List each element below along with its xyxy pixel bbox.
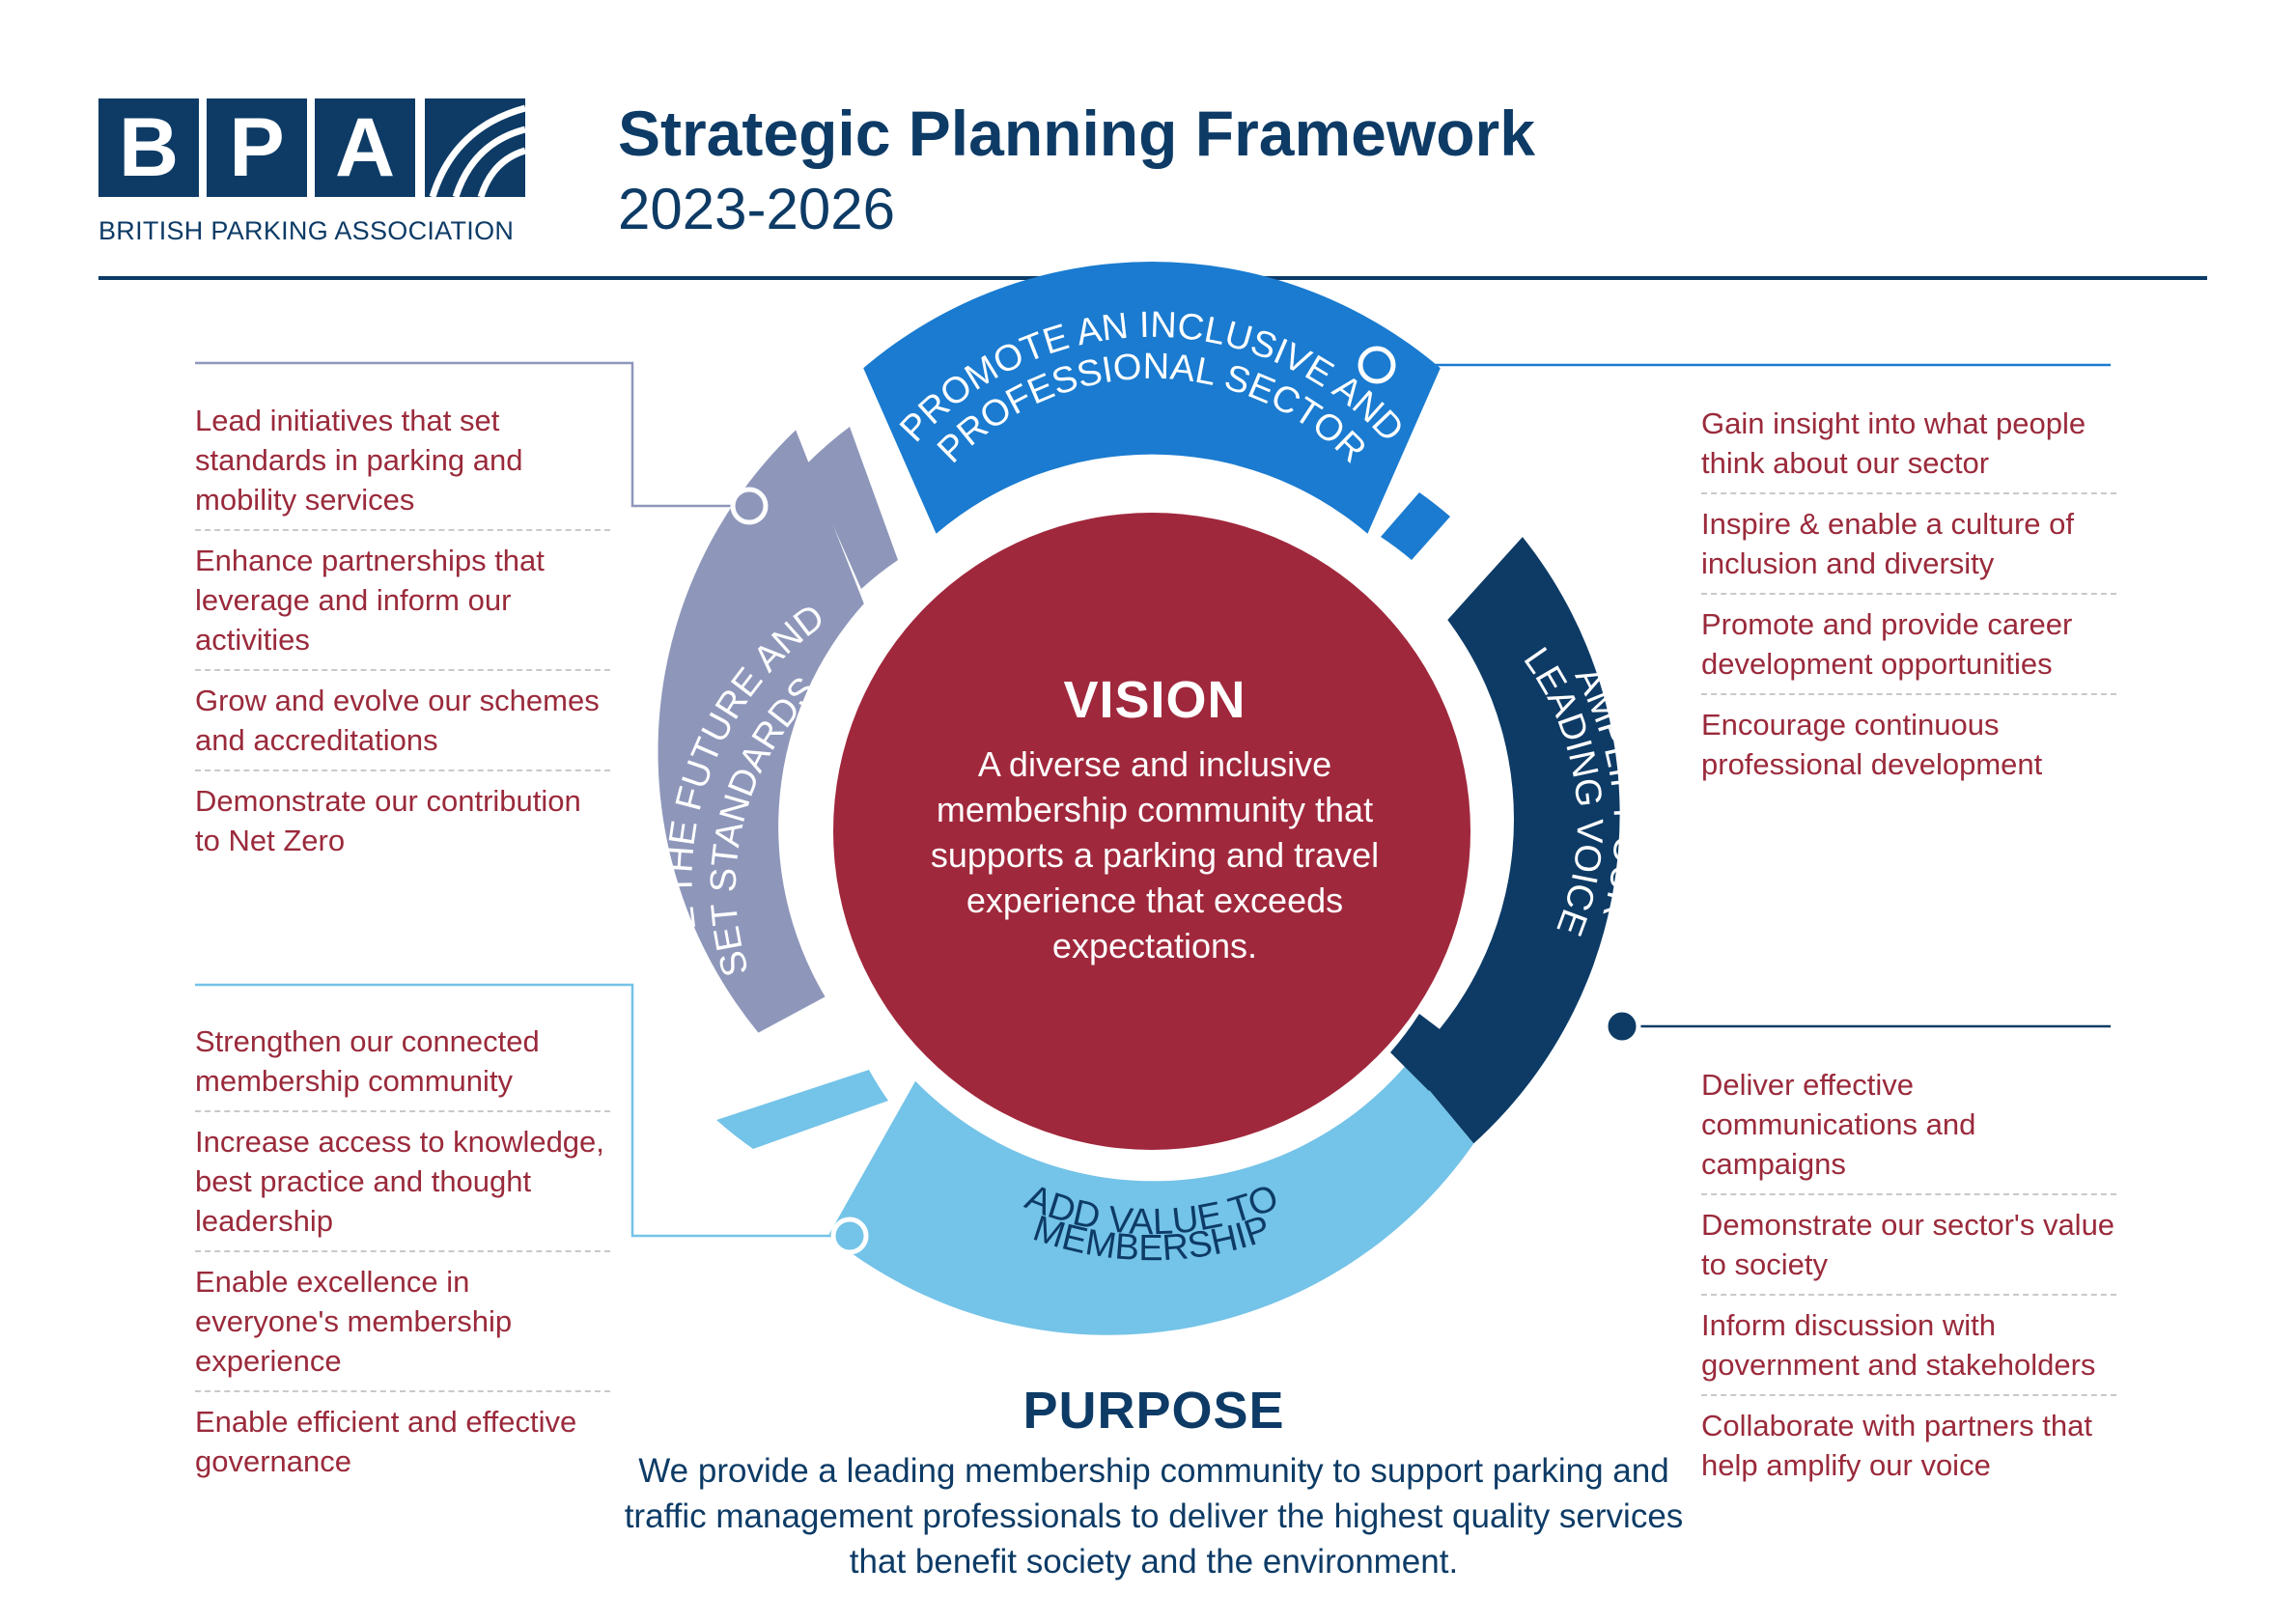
logo-letter-p: P [207, 98, 307, 197]
dot-promote [1358, 346, 1396, 384]
list-item: Inform discussion with government and st… [1701, 1296, 2116, 1396]
purpose-block: PURPOSE We provide a leading membership … [618, 1381, 1690, 1584]
purpose-text: We provide a leading membership communit… [624, 1452, 1684, 1581]
list-amplify: Deliver effective communications and cam… [1701, 1055, 2116, 1495]
dot-amplify [1603, 1007, 1641, 1046]
page-title: Strategic Planning Framework [618, 98, 1535, 169]
list-item: Promote and provide career development o… [1701, 595, 2116, 695]
segment-shape [658, 430, 864, 1033]
logo-swoosh-icon [425, 98, 525, 197]
accent-amplify [1390, 1014, 1463, 1091]
list-item: Inspire & enable a culture of inclusion … [1701, 494, 2116, 595]
segment-amplify [1407, 537, 1620, 1144]
dot-add-value [830, 1217, 869, 1255]
accent-add-value [716, 1070, 888, 1149]
page-years: 2023-2026 [618, 177, 895, 241]
vision-title: VISION [1063, 671, 1246, 729]
list-item: Gain insight into what people think abou… [1701, 394, 2116, 494]
list-item: Lead initiatives that set standards in p… [195, 391, 610, 531]
connector-add-value [195, 983, 850, 1238]
vision-text: A diverse and inclusive membership commu… [930, 744, 1380, 965]
list-item: Strengthen our connected membership comm… [195, 1012, 610, 1112]
list-item: Encourage continuous professional develo… [1701, 708, 2043, 781]
vision-circle [833, 513, 1470, 1150]
accent-shape [806, 427, 898, 589]
segment-add-value [827, 1063, 1474, 1335]
list-item: Demonstrate our sector's value to societ… [1701, 1195, 2116, 1296]
list-item: Enable excellence in everyone's membersh… [195, 1252, 610, 1392]
vision-block: VISION A diverse and inclusive membershi… [908, 670, 1402, 968]
list-item: Collaborate with partners that help ampl… [1701, 1409, 2092, 1482]
purpose-title: PURPOSE [1022, 1382, 1285, 1440]
connector-shape [195, 361, 749, 508]
logo-letter-a: A [315, 98, 415, 197]
logo-letter-b: B [98, 98, 199, 197]
bpa-logo: B P A BRITISH PARKING ASSOCIATION [98, 98, 525, 253]
accent-promote [1381, 492, 1450, 560]
list-item: Enable efficient and effective governanc… [195, 1405, 577, 1478]
list-item: Demonstrate our contribution to Net Zero [195, 784, 581, 857]
list-promote: Gain insight into what people think abou… [1701, 394, 2116, 794]
dot-shape [730, 487, 769, 525]
segment-promote [863, 262, 1441, 534]
list-item: Grow and evolve our schemes and accredit… [195, 671, 610, 771]
logo-subtitle: BRITISH PARKING ASSOCIATION [98, 216, 515, 245]
list-shape: Lead initiatives that set standards in p… [195, 391, 610, 870]
list-add-value: Strengthen our connected membership comm… [195, 1012, 610, 1491]
list-item: Enhance partnerships that leverage and i… [195, 531, 610, 671]
list-item: Deliver effective communications and cam… [1701, 1055, 2116, 1195]
connector-lines [195, 361, 2111, 1238]
list-item: Increase access to knowledge, best pract… [195, 1112, 610, 1252]
